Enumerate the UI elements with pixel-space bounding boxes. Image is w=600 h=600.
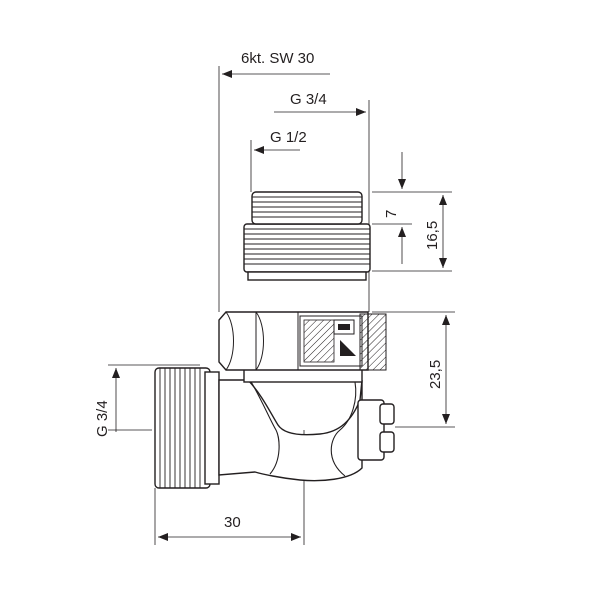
label-height-to-axis: 23,5 — [427, 360, 444, 389]
outlet-thread-lines — [244, 228, 370, 265]
valve-body — [154, 191, 395, 489]
seal-oring — [338, 324, 350, 330]
inlet-thread-lines — [159, 368, 201, 488]
inlet-collar — [204, 371, 220, 485]
thread-base-collar — [247, 271, 367, 281]
hex-chamfer-left — [225, 311, 234, 371]
label-thread-height-total: 16,5 — [424, 221, 441, 250]
label-inlet-length: 30 — [224, 514, 241, 531]
dimension-lines — [108, 66, 455, 545]
label-thread-height-small: 7 — [383, 210, 400, 218]
elbow-contour-right — [330, 381, 357, 477]
seal-cone — [340, 340, 356, 356]
fitting-screw-top — [379, 403, 395, 425]
label-hex-size: 6kt. SW 30 — [241, 50, 314, 67]
label-inner-thread: G 1/2 — [270, 129, 307, 146]
label-outlet-thread: G 3/4 — [290, 91, 327, 108]
inlet-nipple — [154, 367, 211, 489]
inner-thread-body — [251, 191, 363, 225]
outlet-thread-body — [243, 223, 371, 273]
hex-chamfer-mid — [255, 311, 264, 371]
dimension-labels: 6kt. SW 30 G 3/4 G 1/2 7 16,5 23,5 G 3/4… — [94, 50, 444, 531]
label-inlet-thread: G 3/4 — [94, 400, 111, 437]
union-nut-section — [359, 313, 387, 371]
section-hatch-inner — [303, 319, 335, 363]
inner-thread-lines — [252, 196, 362, 218]
elbow-body — [218, 379, 363, 482]
elbow-contour-left — [249, 379, 280, 475]
fitting-screw-bottom — [379, 431, 395, 453]
side-fitting — [357, 399, 385, 461]
